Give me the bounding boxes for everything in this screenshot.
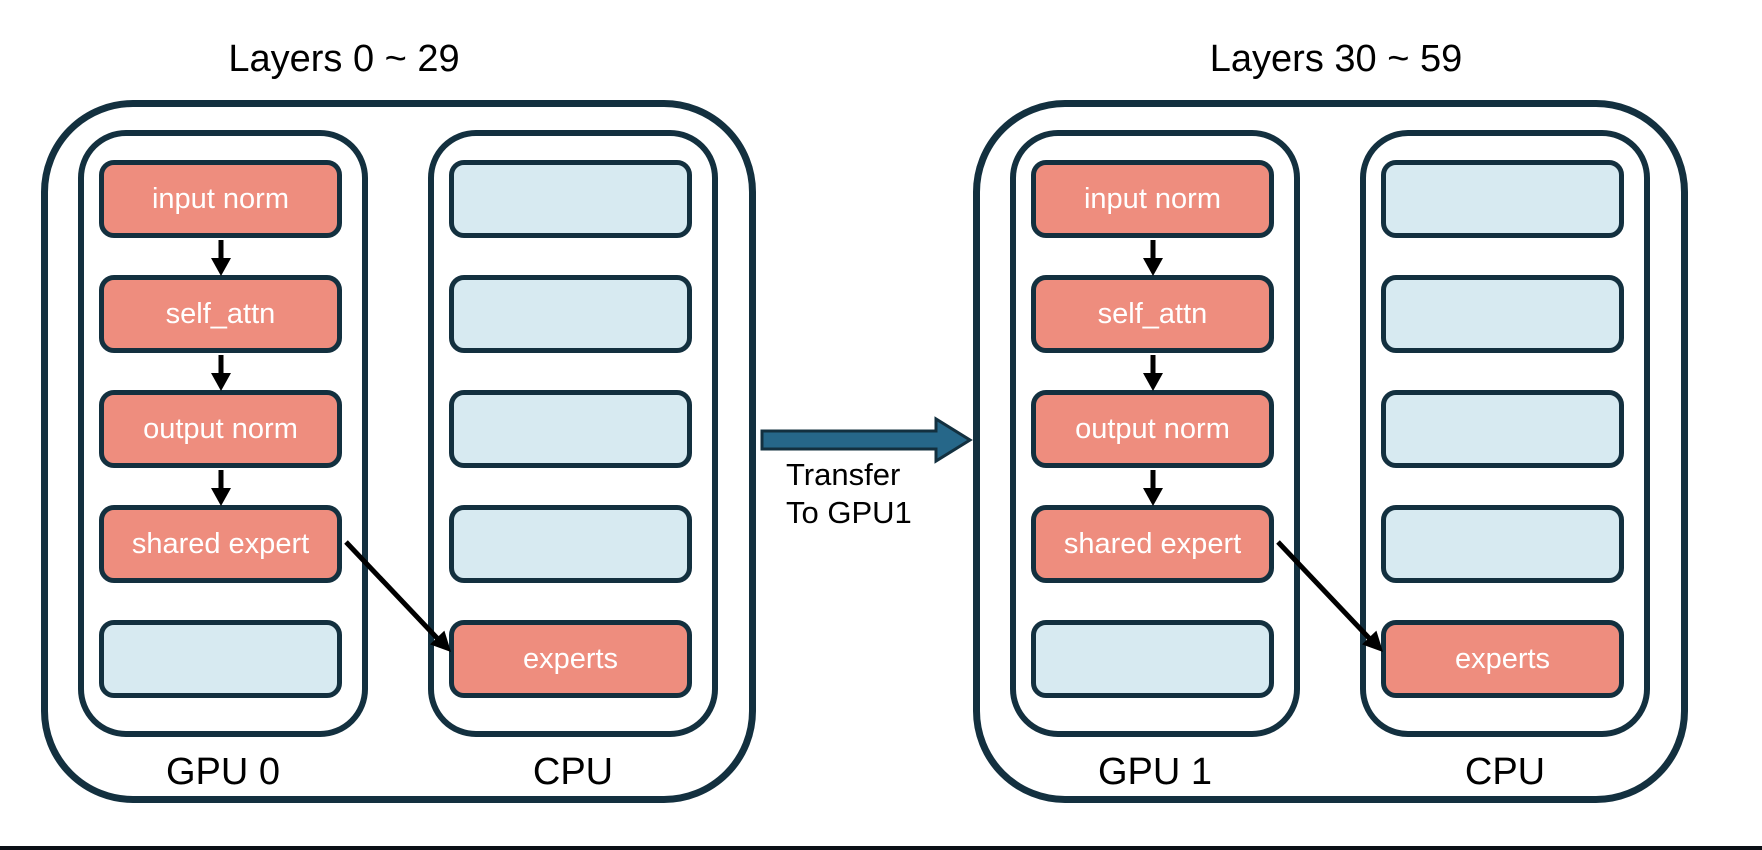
placeholder-box bbox=[99, 620, 342, 698]
placeholder-box bbox=[1381, 275, 1624, 353]
placeholder-box bbox=[1381, 160, 1624, 238]
gpu1-label: GPU 1 bbox=[1097, 751, 1213, 793]
output-norm-box: output norm bbox=[99, 390, 342, 468]
cpu-label-left: CPU bbox=[532, 751, 614, 793]
self-attn-box: self_attn bbox=[99, 275, 342, 353]
placeholder-box bbox=[449, 390, 692, 468]
placeholder-box bbox=[1381, 505, 1624, 583]
experts-box: experts bbox=[449, 620, 692, 698]
transfer-label-line2: To GPU1 bbox=[786, 495, 912, 530]
placeholder-box bbox=[449, 160, 692, 238]
placeholder-box bbox=[1031, 620, 1274, 698]
gpu1-column: input norm self_attn output norm shared … bbox=[1010, 130, 1300, 737]
placeholder-box bbox=[449, 505, 692, 583]
layer-group-30-59: input norm self_attn output norm shared … bbox=[973, 100, 1688, 803]
experts-box: experts bbox=[1381, 620, 1624, 698]
placeholder-box bbox=[1381, 390, 1624, 468]
layer-group-0-29: input norm self_attn output norm shared … bbox=[41, 100, 756, 803]
cpu-column-right: experts bbox=[1360, 130, 1650, 737]
layers-0-29-title: Layers 0 ~ 29 bbox=[228, 38, 460, 80]
output-norm-box: output norm bbox=[1031, 390, 1274, 468]
input-norm-box: input norm bbox=[1031, 160, 1274, 238]
self-attn-box: self_attn bbox=[1031, 275, 1274, 353]
cpu-column-left: experts bbox=[428, 130, 718, 737]
gpu0-label: GPU 0 bbox=[165, 751, 281, 793]
bottom-edge-line bbox=[0, 846, 1762, 850]
transfer-label: Transfer To GPU1 bbox=[786, 456, 912, 532]
cpu-label-right: CPU bbox=[1464, 751, 1546, 793]
input-norm-box: input norm bbox=[99, 160, 342, 238]
shared-expert-box: shared expert bbox=[1031, 505, 1274, 583]
transfer-label-line1: Transfer bbox=[786, 457, 901, 492]
gpu0-column: input norm self_attn output norm shared … bbox=[78, 130, 368, 737]
transfer-arrow-icon bbox=[760, 416, 973, 464]
layers-30-59-title: Layers 30 ~ 59 bbox=[1209, 38, 1463, 80]
shared-expert-box: shared expert bbox=[99, 505, 342, 583]
placeholder-box bbox=[449, 275, 692, 353]
